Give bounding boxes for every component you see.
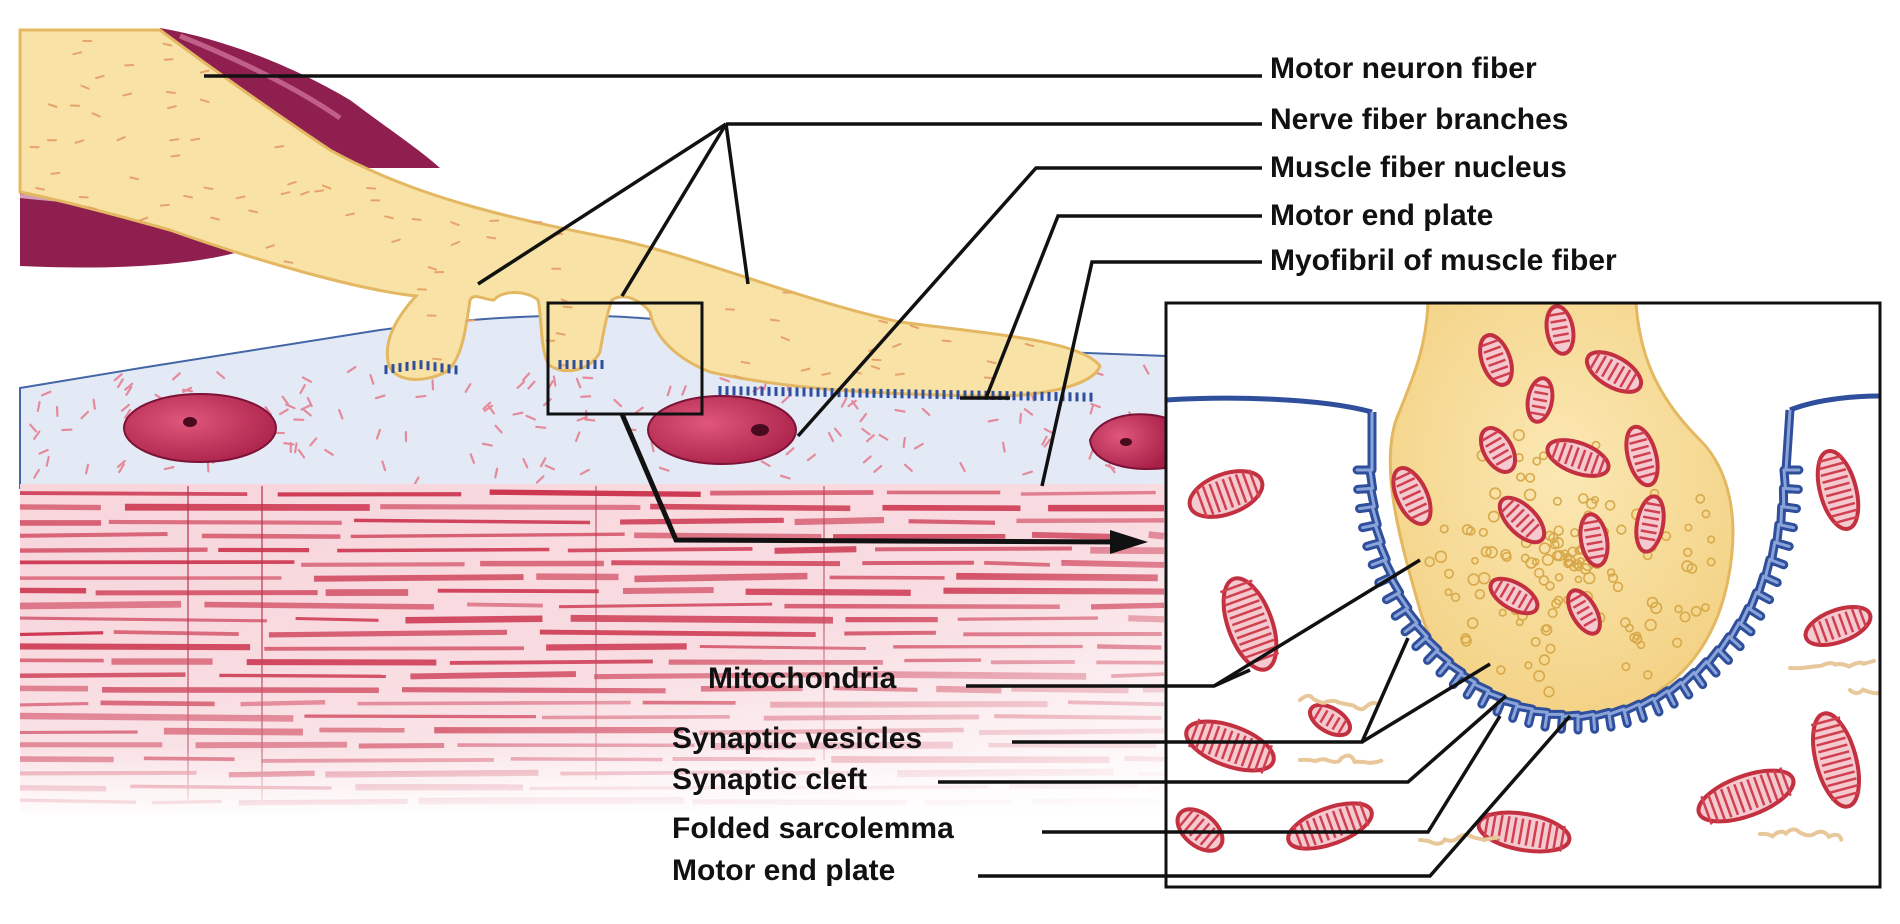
leader-lines: [204, 74, 1572, 878]
mitochondrion: [1478, 426, 1518, 474]
mitochondrion: [1308, 702, 1352, 738]
mitochondrion: [1566, 588, 1602, 636]
mitochondrion: [1810, 711, 1861, 809]
mitochondrion: [1525, 376, 1555, 424]
label-folded-sarcolemma: Folded sarcolemma: [672, 812, 954, 845]
axon-texture: [29, 39, 1035, 380]
mitochondrion: [1391, 466, 1433, 526]
mitochondrion: [1584, 350, 1644, 394]
zoom-arrow: [619, 413, 1125, 545]
axon-terminal: [18, 28, 1102, 398]
mitochondrion: [1476, 810, 1572, 854]
mitochondrion: [1497, 495, 1547, 545]
label-synaptic-vesicles: Synaptic vesicles: [672, 722, 922, 755]
muscle-fiber: [19, 314, 1167, 820]
mitochondrion: [1815, 449, 1861, 531]
zoom-arrowhead: [1110, 530, 1148, 554]
inset-view: [1164, 301, 1882, 889]
mitochondrion: [1545, 438, 1611, 478]
inset-frame: [1164, 301, 1882, 889]
mitochondrion: [1696, 767, 1796, 825]
label-motor-end-plate-bottom: Motor end plate: [672, 854, 895, 887]
muscle-nucleus: [647, 395, 797, 465]
label-motor-neuron-fiber: Motor neuron fiber: [1270, 52, 1537, 85]
label-mitochondria: Mitochondria: [708, 662, 897, 695]
junctional-folds: [384, 360, 1093, 402]
cytoplasm-filaments: [1298, 658, 1880, 846]
synaptic-vesicles: [1424, 429, 1716, 698]
label-myofibril: Myofibril of muscle fiber: [1270, 244, 1617, 277]
label-motor-end-plate-top: Motor end plate: [1270, 199, 1493, 232]
label-synaptic-cleft: Synaptic cleft: [672, 763, 867, 796]
mitochondrion: [1187, 469, 1265, 519]
label-nerve-fiber-branches: Nerve fiber branches: [1270, 103, 1568, 136]
mitochondrion: [1803, 604, 1873, 648]
mitochondrion: [1624, 424, 1660, 488]
mitochondrion: [1286, 801, 1374, 851]
label-muscle-fiber-nucleus: Muscle fiber nucleus: [1270, 151, 1567, 184]
mitochondrion: [1544, 304, 1576, 356]
mitochondrion: [1578, 512, 1610, 568]
muscle-nucleus: [123, 393, 277, 463]
magnify-box: [546, 301, 704, 416]
mitochondrion: [1488, 576, 1540, 616]
mitochondrion: [1634, 494, 1666, 554]
mitochondrion: [1478, 333, 1514, 387]
mitochondria: [1175, 304, 1873, 854]
mitochondrion: [1175, 807, 1225, 853]
mitochondrion: [1219, 576, 1280, 672]
motor-neuron: [18, 28, 1102, 402]
